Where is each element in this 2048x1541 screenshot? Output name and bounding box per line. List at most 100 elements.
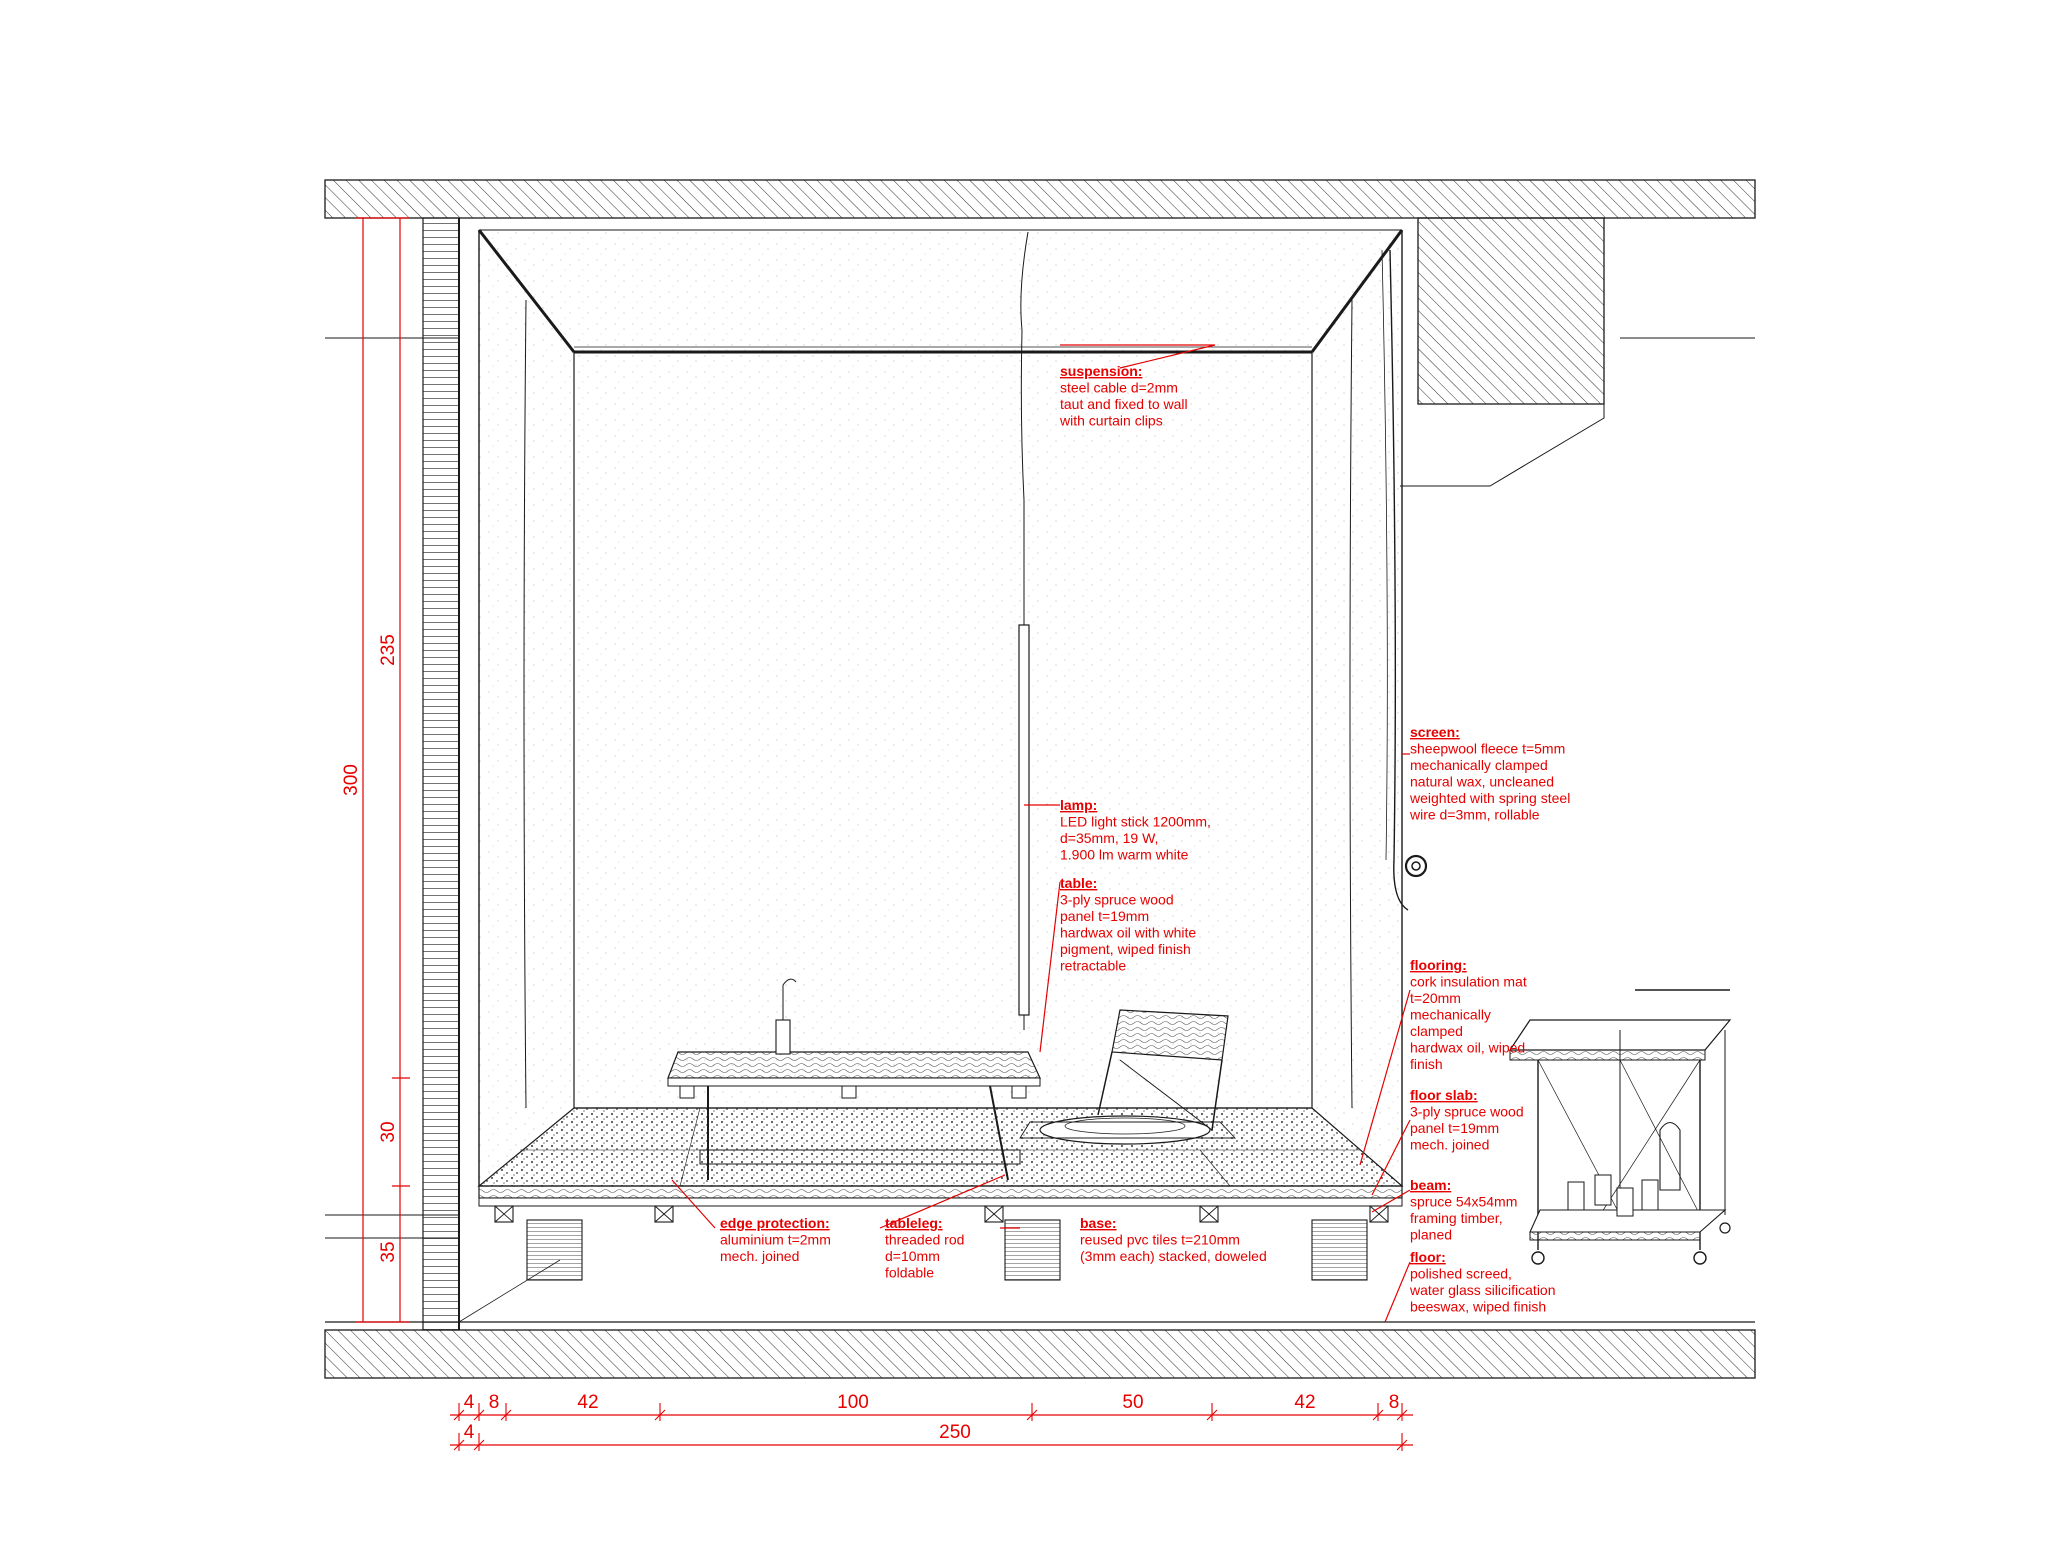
vase bbox=[775, 1019, 791, 1055]
annotation-title: suspension: bbox=[1060, 363, 1142, 379]
leader-lines bbox=[671, 344, 1411, 1323]
ceiling-slab bbox=[324, 179, 1756, 219]
annotation-base: base:reused pvc tiles t=210mm(3mm each) … bbox=[1080, 1215, 1267, 1264]
annotation-title: edge protection: bbox=[720, 1215, 830, 1231]
annotation-line: 3-ply spruce wood bbox=[1060, 892, 1174, 908]
annotation-line: (3mm each) stacked, doweled bbox=[1080, 1248, 1267, 1264]
annotation-title: beam: bbox=[1410, 1177, 1451, 1193]
building-structure bbox=[324, 179, 1756, 1379]
annotation-line: reused pvc tiles t=210mm bbox=[1080, 1232, 1240, 1248]
dim-tick-slash bbox=[453, 1439, 465, 1451]
annotation-line: spruce 54x54mm bbox=[1410, 1194, 1517, 1210]
dim-tick-slash bbox=[500, 1409, 512, 1421]
base-tiles bbox=[1311, 1219, 1368, 1281]
glass bbox=[1594, 1174, 1612, 1206]
annotation-line: panel t=19mm bbox=[1060, 908, 1149, 924]
dim-tick-slash bbox=[1026, 1409, 1038, 1421]
dim-h-250: 250 bbox=[939, 1422, 971, 1443]
dim-vertical-35: 35 bbox=[378, 1241, 399, 1262]
annotation-line: mech. joined bbox=[720, 1248, 799, 1264]
annotation-line: framing timber, bbox=[1410, 1210, 1503, 1226]
annotation-line: sheepwool fleece t=5mm bbox=[1410, 741, 1565, 757]
dim-tick-slash bbox=[654, 1409, 666, 1421]
rolled-screen bbox=[1389, 249, 1409, 911]
annotation-line: pigment, wiped finish bbox=[1060, 941, 1191, 957]
annotation-line: water glass silicification bbox=[1409, 1282, 1556, 1298]
annotation-line: finish bbox=[1410, 1056, 1443, 1072]
annotation-line: 1.900 lm warm white bbox=[1060, 847, 1189, 863]
annotation-line: planed bbox=[1410, 1227, 1452, 1243]
annotation-line: with curtain clips bbox=[1059, 413, 1163, 429]
annotation-line: taut and fixed to wall bbox=[1060, 396, 1188, 412]
beam-section bbox=[1199, 1205, 1219, 1223]
dim-h-4-bottom: 4 bbox=[464, 1422, 475, 1443]
annotation-screen: screen:sheepwool fleece t=5mmmechanicall… bbox=[1409, 724, 1570, 823]
floor-slab-panel bbox=[478, 1185, 1403, 1199]
annotation-title: tableleg: bbox=[885, 1215, 943, 1231]
cork-flooring bbox=[477, 1107, 1404, 1187]
dim-tick-slash bbox=[1206, 1409, 1218, 1421]
annotation-line: panel t=19mm bbox=[1410, 1120, 1499, 1136]
annotation-title: floor: bbox=[1410, 1249, 1446, 1265]
annotation-title: table: bbox=[1060, 875, 1097, 891]
dim-h-100: 100 bbox=[837, 1392, 869, 1413]
annotation-title: floor slab: bbox=[1410, 1087, 1478, 1103]
annotation-line: natural wax, uncleaned bbox=[1410, 774, 1554, 790]
floor-chair bbox=[1019, 1009, 1237, 1145]
annotation-floor: floor:polished screed,water glass silici… bbox=[1409, 1249, 1556, 1315]
base-tiles bbox=[1004, 1219, 1061, 1281]
annotation-line: retractable bbox=[1060, 958, 1126, 974]
annotation-line: mech. joined bbox=[1410, 1137, 1489, 1153]
glass bbox=[1616, 1187, 1634, 1217]
dim-h-4: 4 bbox=[464, 1392, 475, 1413]
fleece-enclosure bbox=[477, 229, 1428, 1186]
dim-h-42b: 42 bbox=[1294, 1392, 1315, 1413]
base-tiles bbox=[526, 1219, 583, 1281]
carafe bbox=[1659, 1121, 1681, 1191]
annotation-line: LED light stick 1200mm, bbox=[1060, 814, 1211, 830]
annotation-line: mechanically bbox=[1410, 1007, 1491, 1023]
dim-h-8: 8 bbox=[489, 1392, 500, 1413]
glass bbox=[1567, 1181, 1585, 1211]
annotation-line: mechanically clamped bbox=[1410, 757, 1548, 773]
annotation-title: lamp: bbox=[1060, 797, 1097, 813]
annotation-line: polished screed, bbox=[1410, 1266, 1512, 1282]
annotation-title: flooring: bbox=[1410, 957, 1467, 973]
annotation-line: wire d=3mm, rollable bbox=[1409, 807, 1540, 823]
glass bbox=[1641, 1179, 1659, 1211]
annotation-line: weighted with spring steel bbox=[1409, 790, 1570, 806]
dim-vertical-30: 30 bbox=[378, 1121, 399, 1142]
dim-vertical-total: 300 bbox=[341, 764, 362, 796]
dim-tick-slash bbox=[1396, 1409, 1408, 1421]
dim-vertical-235: 235 bbox=[378, 634, 399, 666]
dim-tick-slash bbox=[453, 1409, 465, 1421]
annotation-line: threaded rod bbox=[885, 1232, 964, 1248]
floor-structure bbox=[324, 1329, 1756, 1379]
dimensions: 300 235 30 35 4 8 42 100 50 42 8 4 250 bbox=[341, 217, 1413, 1451]
dim-h-42: 42 bbox=[577, 1392, 598, 1413]
annotation-line: d=10mm bbox=[885, 1248, 940, 1264]
annotation-title: screen: bbox=[1410, 724, 1460, 740]
dim-tick-slash bbox=[473, 1439, 485, 1451]
ceiling-beam bbox=[1417, 217, 1605, 405]
beam-sections bbox=[494, 1205, 1389, 1223]
annotation-line: beeswax, wiped finish bbox=[1410, 1299, 1546, 1315]
annotation-lamp: lamp:LED light stick 1200mm,d=35mm, 19 W… bbox=[1060, 797, 1211, 863]
dim-h-8b: 8 bbox=[1389, 1392, 1400, 1413]
dim-tick-slash bbox=[1372, 1409, 1384, 1421]
dim-h-50: 50 bbox=[1122, 1392, 1143, 1413]
annotation-line: cork insulation mat bbox=[1410, 974, 1527, 990]
annotation-line: foldable bbox=[885, 1265, 934, 1281]
dim-tick-slash bbox=[473, 1409, 485, 1421]
annotation-line: aluminium t=2mm bbox=[720, 1232, 831, 1248]
annotation-line: hardwax oil with white bbox=[1060, 925, 1196, 941]
annotation-title: base: bbox=[1080, 1215, 1117, 1231]
